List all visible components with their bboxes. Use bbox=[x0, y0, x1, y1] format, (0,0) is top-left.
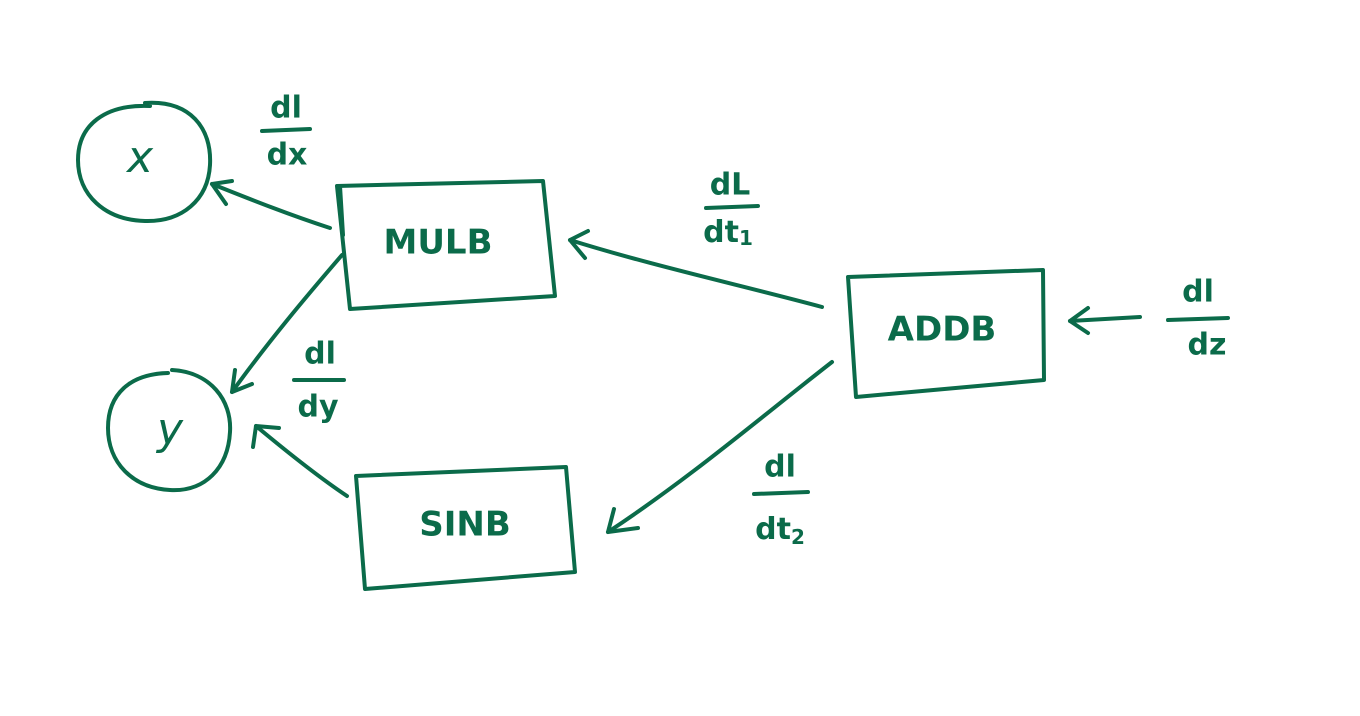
edge-addb-to-sinb bbox=[606, 360, 834, 534]
node-x-circle bbox=[76, 100, 213, 224]
edge-sinb-to-y bbox=[251, 424, 349, 498]
node-y-label: y bbox=[155, 404, 184, 455]
gradient-dl-dz-numerator: dl bbox=[1182, 275, 1214, 310]
gradient-dl-dt1-bar bbox=[704, 204, 760, 210]
gradient-dl-dt2-denominator: dt2 bbox=[755, 512, 805, 549]
node-mulb-box bbox=[335, 179, 557, 311]
gradient-dl-dt2-den-sub: 2 bbox=[791, 525, 805, 549]
edge-input-to-addb-arrowhead bbox=[1068, 306, 1090, 335]
gradient-dl-dt1-denominator: dt1 bbox=[703, 215, 753, 250]
node-y: y bbox=[106, 368, 233, 493]
gradient-dl-dt1-den-main: dt bbox=[703, 215, 739, 250]
edge-sinb-to-y-arrowhead bbox=[251, 424, 281, 449]
edge-mulb-to-x-line bbox=[210, 182, 332, 230]
edge-addb-to-mulb-line bbox=[568, 238, 824, 309]
edge-input-to-addb-line bbox=[1068, 315, 1142, 323]
gradient-dl-dt1-den-sub: 1 bbox=[739, 226, 753, 250]
gradient-dl-dy: dl dy bbox=[292, 337, 346, 425]
node-mulb: MULB bbox=[335, 179, 557, 311]
gradient-dl-dy-numerator: dl bbox=[304, 337, 336, 372]
gradient-dl-dt2-bar bbox=[752, 490, 810, 496]
edge-sinb-to-y-line bbox=[254, 424, 349, 498]
gradient-dl-dt2: dl dt2 bbox=[752, 450, 810, 549]
gradient-dl-dt1-numerator: dL bbox=[710, 168, 751, 203]
edge-addb-to-sinb-arrowhead bbox=[606, 507, 640, 534]
edge-mulb-to-x-arrowhead bbox=[210, 179, 234, 206]
gradient-dl-dz-bar bbox=[1166, 316, 1230, 322]
node-addb-label: ADDB bbox=[888, 310, 997, 350]
node-sinb: SINB bbox=[354, 465, 577, 591]
edge-mulb-to-y-arrowhead bbox=[230, 368, 254, 394]
gradient-dl-dz: dl dz bbox=[1166, 275, 1230, 363]
node-sinb-label: SINB bbox=[419, 505, 511, 545]
edge-mulb-to-y bbox=[230, 253, 344, 394]
edge-mulb-to-x bbox=[210, 179, 332, 230]
gradient-dl-dt1: dL dt1 bbox=[703, 168, 760, 250]
gradient-dl-dy-denominator: dy bbox=[297, 390, 338, 425]
edge-input-to-addb bbox=[1068, 306, 1142, 335]
gradient-dl-dx-numerator: dl bbox=[270, 91, 302, 126]
gradient-dl-dz-denominator: dz bbox=[1188, 328, 1227, 363]
edge-addb-to-mulb-arrowhead bbox=[568, 229, 590, 260]
edge-addb-to-mulb bbox=[568, 229, 824, 309]
gradient-dl-dt2-numerator: dl bbox=[764, 450, 796, 485]
node-addb-box bbox=[846, 268, 1046, 399]
node-addb: ADDB bbox=[846, 268, 1046, 399]
node-x: x bbox=[76, 100, 213, 224]
node-sinb-box bbox=[354, 465, 577, 591]
gradient-dl-dx: dl dx bbox=[260, 91, 312, 173]
node-mulb-label: MULB bbox=[383, 223, 492, 263]
edge-mulb-to-y-line bbox=[230, 253, 344, 394]
edge-addb-to-sinb-line bbox=[606, 360, 834, 534]
node-y-circle bbox=[106, 368, 233, 493]
node-x-label: x bbox=[125, 132, 154, 183]
gradient-dl-dt2-den-main: dt bbox=[755, 512, 791, 547]
gradient-dl-dx-denominator: dx bbox=[267, 138, 308, 173]
gradient-dl-dx-bar bbox=[260, 127, 312, 133]
